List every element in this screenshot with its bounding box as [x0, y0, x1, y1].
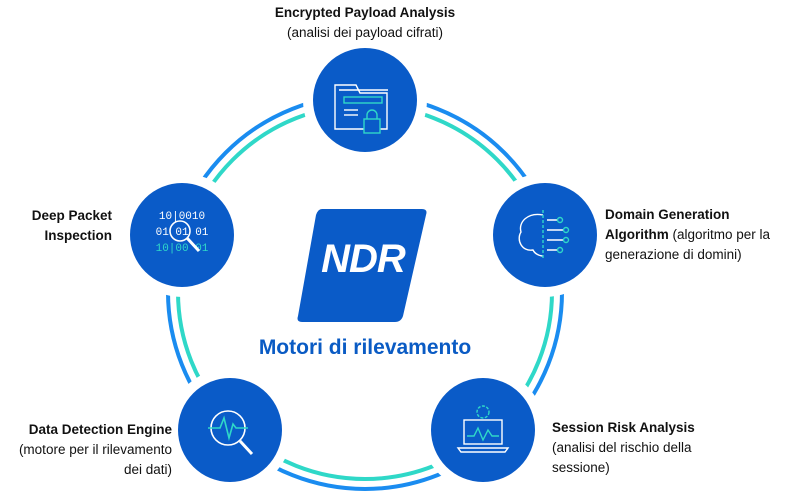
center-title: Motori di rilevamento	[258, 336, 472, 359]
engine-name: Domain Generation Algorithm	[605, 207, 730, 242]
label-session-risk: Session Risk Analysis (analisi del risch…	[552, 418, 722, 478]
engine-name: Session Risk Analysis	[552, 420, 695, 435]
engine-desc: (analisi del rischio della sessione)	[552, 440, 692, 475]
label-data-detection: Data Detection Engine (motore per il ril…	[0, 420, 172, 480]
svg-text:01 01 01: 01 01 01	[156, 227, 209, 239]
ndr-logo	[297, 209, 427, 322]
brain-circuit-icon	[518, 210, 570, 260]
laptop-gear-icon	[456, 405, 510, 453]
engine-desc: (analisi dei payload cifrati)	[286, 25, 444, 40]
binary-search-icon: 10|0010 01 01 01 10|00 01	[156, 211, 209, 255]
engine-name: Encrypted Payload Analysis	[274, 5, 456, 20]
node-domain-generation	[483, 173, 607, 297]
label-domain-generation: Domain Generation Algorithm (algoritmo p…	[605, 205, 785, 265]
node-data-detection	[168, 368, 292, 492]
ndr-logo-text: NDR	[321, 237, 406, 281]
node-deep-packet: 10|0010 01 01 01 10|00 01	[120, 173, 244, 297]
svg-text:10|0010: 10|0010	[159, 211, 205, 223]
engine-desc: (motore per il rilevamento dei dati)	[18, 442, 172, 477]
node-encrypted-payload	[303, 38, 427, 162]
encrypted-folder-icon	[334, 84, 388, 134]
engine-name: Deep Packet Inspection	[31, 208, 112, 243]
label-deep-packet: Deep Packet Inspection	[10, 206, 112, 246]
label-encrypted-payload: Encrypted Payload Analysis (analisi dei …	[225, 3, 505, 43]
engine-desc: (algoritmo per la generazione di domini)	[605, 227, 771, 262]
node-session-risk	[421, 368, 545, 492]
svg-text:10|00 01: 10|00 01	[156, 243, 209, 255]
engine-name: Data Detection Engine	[28, 422, 172, 437]
magnifier-pulse-icon	[208, 410, 254, 456]
